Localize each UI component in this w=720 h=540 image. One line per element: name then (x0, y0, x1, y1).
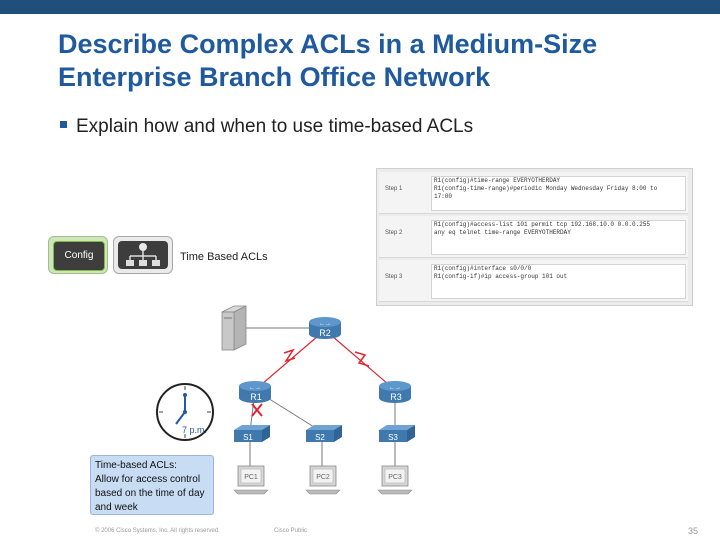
step-label: Step 1 (385, 186, 403, 192)
switch-s1: S1 (234, 425, 270, 442)
bullet-text: Explain how and when to use time-based A… (76, 116, 474, 137)
page-number: 35 (687, 526, 698, 536)
footer-copyright: © 2006 Cisco Systems, Inc. All rights re… (95, 528, 220, 534)
callout-line: and week (95, 502, 138, 513)
switch-label: S1 (243, 433, 253, 442)
wan-link-r2-r3 (324, 329, 396, 391)
svg-text:←→: ←→ (319, 321, 331, 327)
config-button-label: Config (53, 241, 105, 271)
footer-classification: Cisco Public (274, 528, 308, 534)
bullet-square-icon (60, 121, 67, 129)
steps-panel: Step 1 R1(config)#time-range EVERYOTHERD… (376, 168, 693, 306)
blocked-x-icon (251, 403, 263, 417)
step-row-1: Step 1 R1(config)#time-range EVERYOTHERD… (379, 172, 688, 214)
callout-line: Time-based ACLs: (95, 460, 177, 471)
pc-1: PC1 (233, 465, 269, 495)
callout-line: Allow for access control (95, 474, 201, 485)
bullet-item: Explain how and when to use time-based A… (60, 116, 473, 138)
server-icon (221, 305, 247, 351)
switch-s2: S2 (306, 425, 342, 442)
time-based-acls-callout: Time-based ACLs: Allow for access contro… (90, 455, 214, 515)
pc-label: PC3 (388, 474, 402, 481)
pc-3: PC3 (377, 465, 413, 495)
router-r2: ←→ R2 (309, 317, 341, 339)
svg-text:←→: ←→ (389, 385, 401, 391)
pc-label: PC2 (316, 474, 330, 481)
command-line: R1(config-if)#ip access-group 101 out (434, 273, 568, 280)
command-line: R1(config-time-range)#periodic Monday We… (434, 185, 658, 192)
router-label: R2 (319, 328, 331, 338)
serial-link-icon (354, 351, 370, 367)
serial-link-icon (283, 348, 296, 363)
step-label: Step 3 (385, 274, 403, 280)
step-row-3: Step 3 R1(config)#interface s0/0/0 R1(co… (379, 260, 688, 302)
command-line: 17:00 (434, 193, 453, 200)
clock-time-label: 7 p.m. (182, 425, 207, 435)
topology-button[interactable] (113, 236, 173, 274)
switch-s3: S3 (379, 425, 415, 442)
command-line: R1(config)#access-list 101 permit tcp 19… (434, 221, 651, 228)
command-box: R1(config)#access-list 101 permit tcp 19… (431, 220, 686, 255)
svg-text:←→: ←→ (249, 385, 261, 391)
topology-icon-frame (118, 241, 168, 269)
config-button[interactable]: Config (48, 236, 108, 274)
step-label: Step 2 (385, 230, 403, 236)
router-r1: ←→ R1 (239, 381, 271, 403)
command-line: R1(config)#interface s0/0/0 (434, 265, 532, 272)
top-bar (0, 0, 720, 14)
switch-label: S3 (388, 433, 398, 442)
topology-icon (126, 243, 160, 266)
router-label: R3 (390, 392, 402, 402)
router-r3: ←→ R3 (379, 381, 411, 403)
title-line-2: Enterprise Branch Office Network (58, 62, 491, 92)
clock-icon: 7 p.m. (156, 383, 214, 441)
callout-line: based on the time of day (95, 488, 205, 499)
switch-label: S2 (315, 433, 325, 442)
router-label: R1 (250, 392, 262, 402)
step-row-2: Step 2 R1(config)#access-list 101 permit… (379, 216, 688, 258)
title-line-1: Describe Complex ACLs in a Medium-Size (58, 29, 598, 59)
command-box: R1(config)#time-range EVERYOTHERDAY R1(c… (431, 176, 686, 211)
command-line: any eq telnet time-range EVERYOTHERDAY (434, 229, 571, 236)
command-line: R1(config)#time-range EVERYOTHERDAY (434, 177, 561, 184)
pc-2: PC2 (305, 465, 341, 495)
slide-title: Describe Complex ACLs in a Medium-Size E… (58, 28, 698, 94)
time-based-acls-label: Time Based ACLs (180, 251, 268, 263)
pc-label: PC1 (244, 474, 258, 481)
command-box: R1(config)#interface s0/0/0 R1(config-if… (431, 264, 686, 299)
